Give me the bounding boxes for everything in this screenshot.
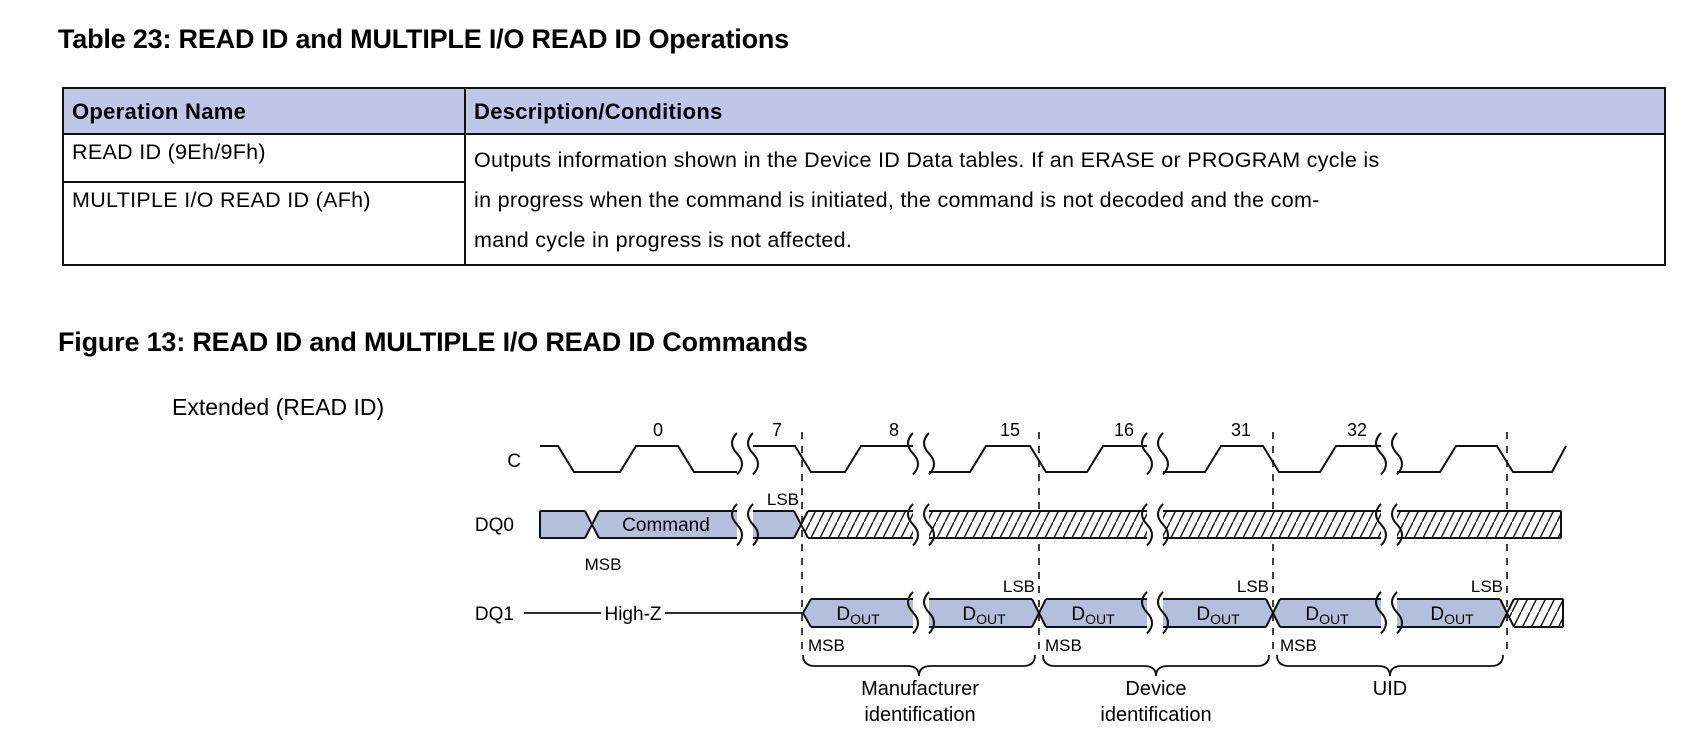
dq1-msb-label: MSB xyxy=(808,636,845,655)
id-field-braces: Manufacturer identification Device ident… xyxy=(802,654,1504,726)
table-title: Table 23: READ ID and MULTIPLE I/O READ … xyxy=(58,24,789,54)
cell-read-id: READ ID (9Eh/9Fh) xyxy=(62,133,466,183)
dq1-highz-label: High-Z xyxy=(604,604,661,625)
table-row: READ ID (9Eh/9Fh) Outputs information sh… xyxy=(62,133,1666,266)
operations-table: Operation Name Description/Conditions RE… xyxy=(62,87,1666,267)
svg-text:identification: identification xyxy=(864,704,975,726)
dq1-bus-fills xyxy=(803,599,1563,627)
dq1-crossover-x xyxy=(1031,598,1515,628)
dq1-bus-outline xyxy=(801,598,1564,628)
brace-uid xyxy=(1276,654,1504,677)
dq1-signal-label: DQ1 xyxy=(475,604,514,625)
col-header-description: Description/Conditions xyxy=(464,87,1666,135)
group-label-uid: UID xyxy=(1373,678,1407,700)
col-header-operation-name: Operation Name xyxy=(62,87,466,135)
brace-device-id xyxy=(1042,654,1270,677)
dq1-lsb-labels: LSB LSB LSB xyxy=(1003,577,1503,596)
dq1-row: DQ1 High-Z LSB LSB LSB DOUT DOUT DOUT xyxy=(475,577,1564,655)
dq1-msb-label: MSB xyxy=(1045,636,1082,655)
description-line: mand cycle in progress is not affected. xyxy=(474,228,853,252)
dq0-bus-outline xyxy=(539,510,1562,539)
table-header-row: Operation Name Description/Conditions xyxy=(62,87,1666,135)
dq0-lsb-label: LSB xyxy=(767,490,799,509)
clock-signal-label: C xyxy=(507,451,521,472)
clock-number-0: 0 xyxy=(653,420,663,440)
clock-number-15: 15 xyxy=(1000,420,1020,440)
cell-description: Outputs information shown in the Device … xyxy=(464,133,1666,266)
cell-multiple-io-read-id: MULTIPLE I/O READ ID (AFh) xyxy=(62,180,466,267)
dout-label: DOUT xyxy=(1196,604,1240,627)
dq1-dout-labels: DOUT DOUT DOUT DOUT DOUT DOUT xyxy=(836,604,1474,627)
dout-label: DOUT xyxy=(962,604,1006,627)
dq0-signal-label: DQ0 xyxy=(475,515,514,536)
clock-number-31: 31 xyxy=(1231,420,1251,440)
dq1-lsb-label: LSB xyxy=(1471,577,1503,596)
dq0-msb-label: MSB xyxy=(585,555,622,574)
clock-row: C 0 7 8 15 16 31 32 xyxy=(507,420,1567,476)
svg-text:UID: UID xyxy=(1373,678,1407,700)
dq0-bus-fills xyxy=(540,511,1561,538)
clock-number-32: 32 xyxy=(1347,420,1367,440)
dout-label: DOUT xyxy=(1430,604,1474,627)
clock-number-16: 16 xyxy=(1114,420,1134,440)
dout-label: DOUT xyxy=(1071,604,1115,627)
dq0-command-label: Command xyxy=(622,515,710,536)
group-label-manufacturer: Manufacturer identification xyxy=(861,678,979,726)
dq1-lsb-label: LSB xyxy=(1237,577,1269,596)
dq0-row: DQ0 LSB Command MSB xyxy=(475,490,1562,574)
clock-waveform xyxy=(540,445,1567,473)
svg-text:Device: Device xyxy=(1125,678,1186,700)
clock-number-7: 7 xyxy=(772,420,782,440)
description-line: Outputs information shown in the Device … xyxy=(474,148,1380,172)
clock-cycle-numbers: 0 7 8 15 16 31 32 xyxy=(653,420,1367,440)
dq1-lsb-label: LSB xyxy=(1003,577,1035,596)
bit-boundary-dashed-lines xyxy=(801,432,1508,654)
dq1-msb-label: MSB xyxy=(1280,636,1317,655)
svg-text:identification: identification xyxy=(1100,704,1211,726)
dout-label: DOUT xyxy=(1305,604,1349,627)
dq0-crossover-x xyxy=(584,510,809,539)
table-row: MULTIPLE I/O READ ID (AFh) xyxy=(62,180,1665,267)
dout-label: DOUT xyxy=(836,604,880,627)
dq1-msb-labels: MSB MSB MSB xyxy=(808,636,1317,655)
clock-break-marks xyxy=(731,432,1403,476)
svg-text:Manufacturer: Manufacturer xyxy=(861,678,979,700)
figure-title: Figure 13: READ ID and MULTIPLE I/O READ… xyxy=(58,327,808,357)
figure-mode-label: Extended (READ ID) xyxy=(172,394,384,420)
group-label-device: Device identification xyxy=(1100,678,1211,726)
brace-manufacturer-id xyxy=(802,654,1036,677)
description-line: in progress when the command is initiate… xyxy=(474,188,1320,212)
clock-number-8: 8 xyxy=(889,420,899,440)
